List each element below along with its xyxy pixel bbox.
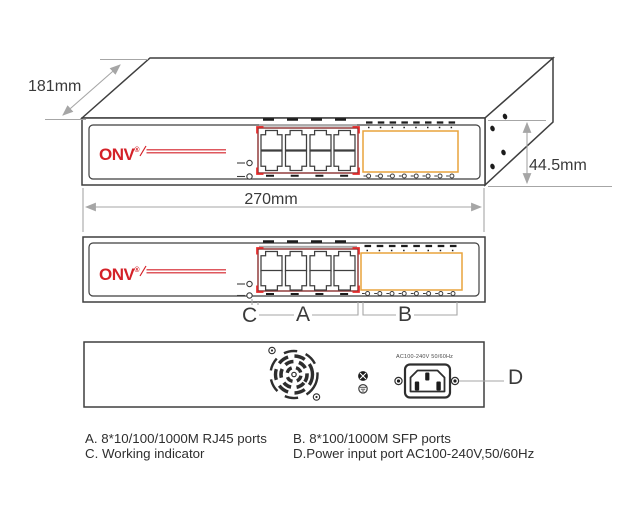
legend-rj45-ports: A. 8*10/100/1000M RJ45 ports: [85, 431, 267, 446]
legend-working-indicator: C. Working indicator: [85, 446, 205, 461]
chassis-top-face: [80, 57, 555, 119]
power-rating-label: AC100-240V 50/60Hz: [396, 354, 454, 360]
legend-power-input: D.Power input port AC100-240V,50/60Hz: [293, 446, 535, 461]
brand-logo-text: ONV: [99, 145, 135, 164]
dimension-depth-arrow: [45, 58, 148, 121]
brand-logo-stroke: [139, 145, 226, 157]
rj45-port-block: [257, 127, 359, 174]
dimension-width-arrow: [82, 188, 485, 232]
sfp-slot-area: [362, 130, 459, 173]
front-panel-inset: [88, 124, 481, 180]
sfp-bottom-indicators: [363, 173, 456, 179]
port-top-bar: [259, 124, 357, 127]
front-view-panel-inset: [88, 242, 480, 297]
perspective-view: [80, 56, 555, 187]
sfp-bottom-indicators: [362, 291, 459, 296]
working-indicator-leds: [237, 280, 253, 299]
brand-logo: ONV®: [99, 142, 140, 163]
rj45-port-block: [257, 248, 359, 292]
fan-screw-icon: [268, 346, 321, 401]
corner-marks: [256, 247, 360, 293]
power-inlet-icon: [403, 363, 452, 399]
brand-logo: ONV®: [99, 262, 140, 283]
dimension-width-label: 270mm: [244, 191, 298, 208]
inlet-screw-icon: [394, 376, 460, 386]
ground-screw-icon: [358, 371, 368, 394]
corner-marks: [256, 126, 360, 175]
callout-c-letter: C: [240, 304, 260, 327]
callout-d-letter: D: [506, 366, 526, 389]
working-indicator-leds: [237, 159, 253, 180]
port-top-bar: [259, 245, 357, 248]
brand-registered-mark: ®: [134, 267, 140, 274]
dimension-height-label: 44.5mm: [529, 157, 587, 174]
rear-view: [83, 341, 485, 408]
side-vent-holes: [490, 113, 508, 170]
fan-grille-icon: [269, 349, 319, 400]
callout-b-letter: B: [396, 303, 415, 326]
callout-a-letter: A: [294, 303, 313, 326]
dimension-depth-label: 181mm: [28, 78, 82, 95]
brand-logo-text: ONV: [99, 265, 135, 284]
brand-registered-mark: ®: [134, 147, 140, 154]
front-view: [82, 236, 486, 303]
brand-logo-stroke: [139, 265, 226, 277]
legend-sfp-ports: B. 8*100/1000M SFP ports: [293, 431, 451, 446]
sfp-slot-area: [360, 252, 463, 291]
dimension-height-arrow: [488, 119, 612, 188]
